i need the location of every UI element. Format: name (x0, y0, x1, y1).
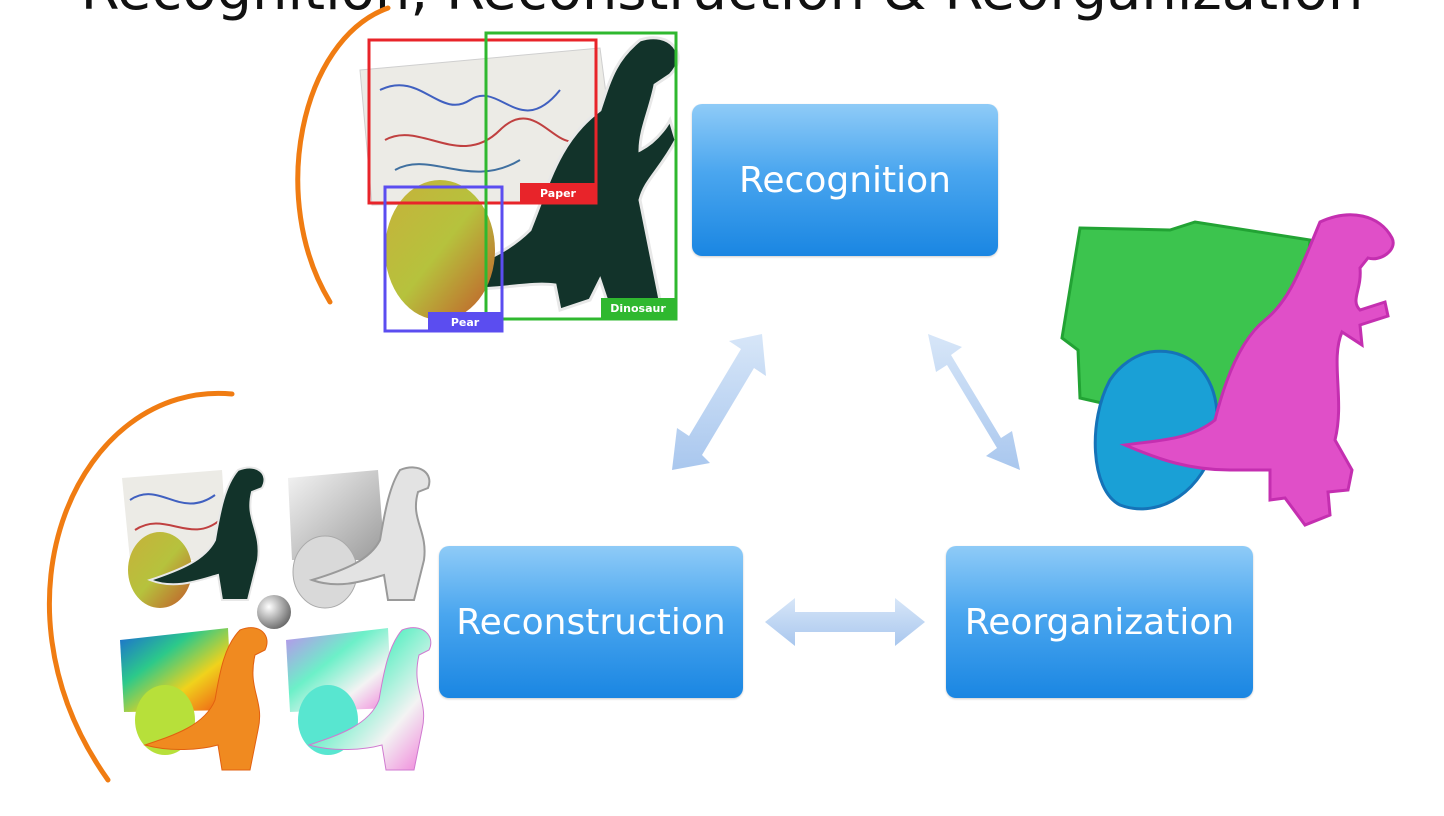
arrow-recognition-reorganization (928, 334, 1020, 470)
detection-image: Paper Pear Dinosaur (359, 31, 680, 333)
node-reorganization: Reorganization (946, 546, 1253, 698)
pear-label: Pear (451, 316, 480, 329)
dinosaur-bbox (484, 31, 678, 321)
orange-bracket-top (295, 5, 391, 305)
paper-bbox (367, 38, 598, 205)
reconstruction-images (120, 466, 432, 771)
node-reconstruction: Reconstruction (439, 546, 743, 698)
dinosaur-label: Dinosaur (610, 302, 666, 315)
arrow-reconstruction-reorganization (765, 598, 925, 646)
arrow-recognition-reconstruction (672, 334, 766, 470)
orange-bracket-bottom (46, 390, 235, 783)
node-recognition: Recognition (692, 104, 998, 256)
segmentation-image (1060, 213, 1395, 527)
paper-label: Paper (540, 187, 577, 200)
slide-title: Recognition, Reconstruction & Reorganiza… (0, 0, 1444, 23)
